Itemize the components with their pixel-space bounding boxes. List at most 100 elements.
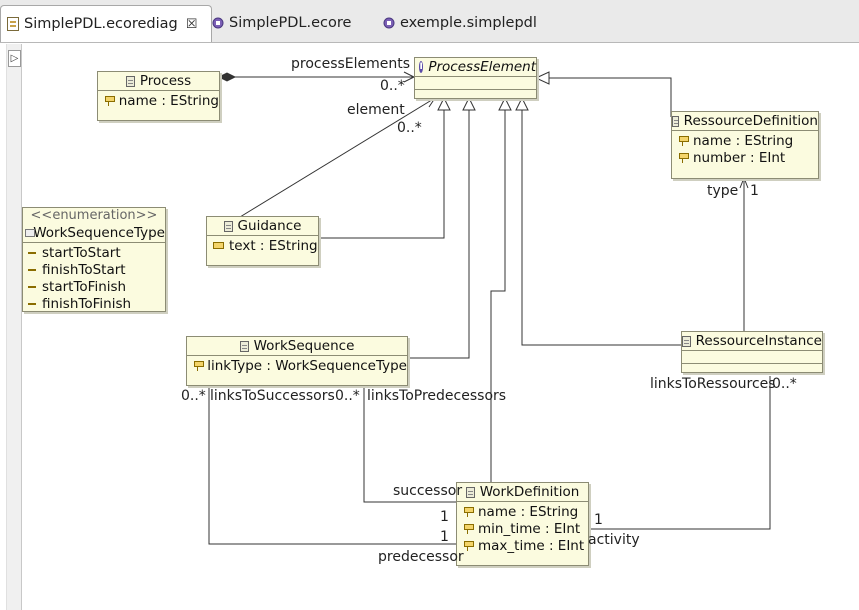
diagram-canvas[interactable]: Process name : EString I ProcessElement … [21,43,859,610]
literal-label: startToStart [42,244,121,261]
class-header: RessourceInstance [682,332,822,351]
attribute-label: name : EString [478,503,579,520]
class-header: WorkDefinition [457,483,588,502]
enum-literal[interactable]: startToFinish [27,278,165,295]
literal-icon [28,251,36,254]
editor-tab-bar: SimplePDL.ecorediag ☒ SimplePDL.ecore ex… [0,0,859,43]
edge-multiplicity: 0..* [772,376,797,392]
edge-multiplicity: 1 [440,509,449,525]
attribute-row[interactable]: number : EInt [678,149,818,166]
close-tab-icon[interactable]: ☒ [185,16,198,32]
edge-ressourceinstance-generalization [521,99,681,346]
edge-multiplicity: 1 [594,512,603,528]
eattribute-icon [193,360,205,371]
eenum-icon [25,228,36,238]
edge-workdefinition-generalization [490,99,506,483]
attribute-label: name : EString [118,92,219,109]
edge-label-element: element [347,102,405,118]
edge-links-to-predecessors [363,386,456,503]
class-name: ProcessElement [428,59,536,75]
expand-palette-icon[interactable]: ▷ [8,50,21,67]
edge-multiplicity: 0..* [335,388,360,404]
class-header: RessourceDefinition [672,112,818,131]
eattribute-icon [463,523,474,534]
edge-worksequence-generalization [407,99,470,359]
class-process-element[interactable]: I ProcessElement [414,57,537,99]
attribute-row[interactable]: name : EString [678,132,818,149]
tab-exemple-simplepdl[interactable]: exemple.simplepdl [383,5,537,41]
enum-literal[interactable]: finishToStart [27,261,165,278]
eclass-icon [465,486,475,498]
generalization-triangle-icon [437,96,451,111]
eattribute-icon [213,242,224,249]
edge-label-links-to-predecessors: linksToPredecessors [367,388,507,404]
literal-icon [28,268,36,271]
class-ressource-instance[interactable]: RessourceInstance [681,331,823,373]
abstract-class-icon: I [419,61,424,73]
attribute-label: min_time : EInt [478,520,581,537]
class-work-definition[interactable]: WorkDefinition name : EString min_time :… [456,482,589,566]
enum-literal[interactable]: finishToFinish [27,295,165,312]
attribute-label: linkType : WorkSequenceType [207,357,407,374]
edge-multiplicity: 0..* [181,388,206,404]
attribute-row[interactable]: name : EString [463,503,588,520]
class-name: WorkDefinition [479,484,580,500]
composition-diamond-icon [217,72,237,82]
class-process[interactable]: Process name : EString [97,71,220,121]
ecore-file-icon [212,16,224,30]
edge-label-process-elements: processElements [291,56,411,72]
class-name: Guidance [237,218,302,234]
attribute-row[interactable]: name : EString [104,92,219,109]
attribute-label: text : EString [229,237,318,254]
attribute-row[interactable]: text : EString [213,237,318,254]
palette-gutter: ▷ [6,44,22,610]
class-name: RessourceDefinition [683,113,818,129]
diagram-edges [208,71,771,545]
model-file-icon [383,16,395,30]
attribute-label: number : EInt [693,149,786,166]
eclass-icon [682,335,691,347]
attribute-row[interactable]: max_time : EInt [463,537,588,554]
attribute-label: name : EString [693,132,794,149]
class-guidance[interactable]: Guidance text : EString [206,216,319,266]
class-header: Guidance [207,217,318,236]
enum-literal[interactable]: startToStart [27,244,165,261]
edge-label-successor: successor [393,483,463,499]
edge-multiplicity: 0..* [397,120,422,136]
class-header: Process [98,72,219,91]
generalization-triangle-icon [534,71,550,85]
eattribute-icon [104,95,115,106]
tab-simplepdl-ecorediag[interactable]: SimplePDL.ecorediag ☒ [0,5,212,42]
class-header: I ProcessElement [415,58,536,77]
enum-work-sequence-type[interactable]: <<enumeration>> WorkSequenceType startTo… [22,207,166,312]
edge-links-to-successors [208,386,456,545]
enum-header: WorkSequenceType [23,224,165,243]
eattribute-icon [678,152,689,163]
enum-stereotype: <<enumeration>> [30,208,158,223]
class-name: WorkSequence [253,338,355,354]
edge-label-predecessor: predecessor [378,549,464,565]
edge-label-links-to-ressources: linksToRessources [650,376,776,392]
class-work-sequence[interactable]: WorkSequence linkType : WorkSequenceType [186,336,408,386]
edge-label-links-to-successors: linksToSuccessors [210,388,335,404]
eattribute-icon [463,506,474,517]
edge-arrow-head [424,97,437,108]
attribute-row[interactable]: linkType : WorkSequenceType [193,357,407,374]
eclass-icon [239,340,249,352]
edge-multiplicity: 1 [440,529,449,545]
ecorediag-file-icon [7,17,19,31]
eattribute-icon [678,135,689,146]
tab-label: exemple.simplepdl [400,15,537,31]
class-ressource-definition[interactable]: RessourceDefinition name : EString numbe… [671,111,819,179]
edge-multiplicity: 0..* [380,78,405,94]
tab-simplepdl-ecore[interactable]: SimplePDL.ecore [212,5,351,41]
generalization-triangle-icon [515,96,529,111]
literal-label: startToFinish [42,278,127,295]
attribute-row[interactable]: min_time : EInt [463,520,588,537]
edge-multiplicity: 1 [750,183,759,199]
eattribute-icon [463,540,474,551]
generalization-triangle-icon [462,96,476,111]
attribute-label: max_time : EInt [478,537,585,554]
class-header: WorkSequence [187,337,407,356]
tab-label: SimplePDL.ecore [229,15,352,31]
